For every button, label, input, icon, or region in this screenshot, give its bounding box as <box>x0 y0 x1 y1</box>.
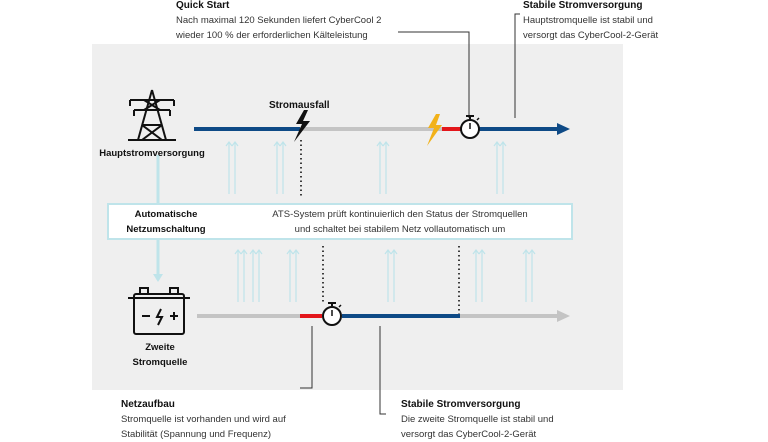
ats-label: Automatische Netzumschaltung <box>112 207 220 237</box>
stable-top-callout: Stabile Stromversorgung Hauptstromquelle… <box>523 0 658 43</box>
outage-label: Stromausfall <box>269 100 330 111</box>
flow-arrows-top <box>225 141 507 194</box>
switch-dotted-lines <box>300 140 460 314</box>
battery-icon <box>128 287 190 335</box>
second-source-line2: Stromquelle <box>132 357 188 368</box>
stable-top-title: Stabile Stromversorgung <box>523 0 643 11</box>
main-source-label: Hauptstromversorgung <box>99 148 205 159</box>
stopwatch-icon-bottom <box>322 302 342 326</box>
quick-start-line1: Nach maximal 120 Sekunden liefert CyberC… <box>176 15 382 26</box>
second-source-label: Zweite Stromquelle <box>110 340 210 370</box>
second-power-timeline <box>197 310 570 322</box>
second-arrowhead <box>557 310 570 322</box>
netzaufbau-title: Netzaufbau <box>121 399 175 410</box>
ats-text-line1: ATS-System prüft kontinuierlich den Stat… <box>272 209 528 220</box>
source-link-arrow <box>153 274 163 282</box>
quick-start-line2: wieder 100 % der erforderlichen Kältelei… <box>176 30 368 41</box>
netzaufbau-line2: Stabilität (Spannung und Frequenz) <box>121 429 271 440</box>
ats-label-line2: Netzumschaltung <box>126 224 206 235</box>
ats-label-line1: Automatische <box>134 209 198 220</box>
ats-description: ATS-System prüft kontinuierlich den Stat… <box>240 207 560 237</box>
ats-box <box>107 203 573 240</box>
flow-arrows-bottom <box>234 249 536 302</box>
quick-start-title: Quick Start <box>176 0 230 11</box>
second-source-line1: Zweite <box>145 342 175 353</box>
ats-text-line2: und schaltet bei stabilem Netz vollautom… <box>294 224 506 235</box>
callout-leader-lines <box>300 13 520 415</box>
netzaufbau-line1: Stromquelle ist vorhanden und wird auf <box>121 414 286 425</box>
stable-bottom-title: Stabile Stromversorgung <box>401 399 521 410</box>
stable-top-line1: Hauptstromquelle ist stabil und <box>523 15 653 26</box>
stable-bottom-line2: versorgt das CyberCool-2-Gerät <box>401 429 537 440</box>
stable-bottom-line1: Die zweite Stromquelle ist stabil und <box>401 414 554 425</box>
power-pylon-icon <box>128 89 176 141</box>
quick-start-callout: Quick Start Nach maximal 120 Sekunden li… <box>176 0 381 43</box>
netzaufbau-callout: Netzaufbau Stromquelle ist vorhanden und… <box>121 397 286 442</box>
main-power-timeline <box>194 123 570 135</box>
stable-top-line2: versorgt das CyberCool-2-Gerät <box>523 30 659 41</box>
stopwatch-icon-top <box>460 115 480 139</box>
stable-bottom-callout: Stabile Stromversorgung Die zweite Strom… <box>401 397 554 442</box>
restore-lightning-icon <box>427 114 442 146</box>
main-arrowhead <box>557 123 570 135</box>
outage-lightning-icon <box>294 110 310 142</box>
